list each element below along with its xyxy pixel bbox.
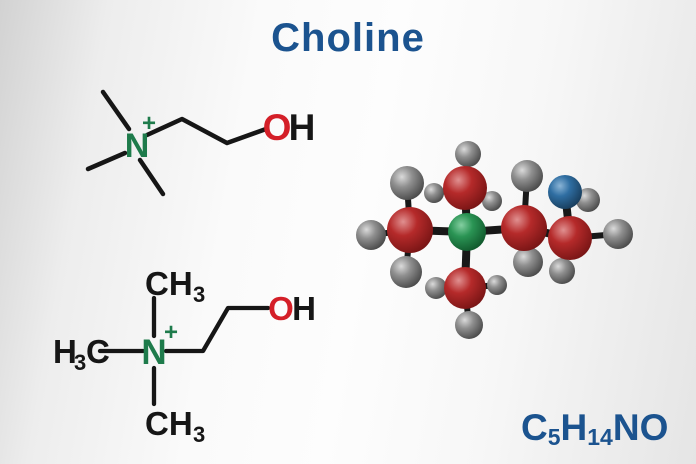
structural-plus-charge: + xyxy=(164,319,178,346)
atom-H xyxy=(455,311,483,339)
skeletal-bond-methyl-up xyxy=(100,89,132,132)
molecule-title: Choline xyxy=(271,16,425,60)
skeletal-formula: N + O H xyxy=(85,89,316,197)
skeletal-plus-charge: + xyxy=(142,110,156,137)
atom-C xyxy=(444,267,486,309)
skeletal-bond-methyl-down xyxy=(137,157,166,197)
atom-O xyxy=(548,175,582,209)
atom-C xyxy=(443,166,487,210)
formula-carbon-count: 5 xyxy=(547,424,561,450)
skeletal-bond-chain xyxy=(144,116,269,146)
skeletal-nitrogen-label: N xyxy=(125,127,150,165)
atom-H xyxy=(424,183,444,203)
molecular-formula: C 5 H 14 N O xyxy=(521,407,669,450)
formula-carbon: C xyxy=(521,407,548,448)
structural-oxygen-label: O xyxy=(268,290,294,327)
methyl-top-label: CH xyxy=(145,265,193,302)
formula-hydrogen: H xyxy=(560,407,588,448)
structural-bond-chain xyxy=(163,305,271,354)
atom-N xyxy=(448,213,486,251)
methyl-top-subscript: 3 xyxy=(193,282,205,307)
atom-H xyxy=(513,247,543,277)
atom-H xyxy=(549,258,575,284)
atom-H xyxy=(425,277,447,299)
skeletal-hydrogen-label: H xyxy=(289,107,316,148)
atom-H xyxy=(576,188,600,212)
atom-H xyxy=(390,166,424,200)
structural-nitrogen-label: N xyxy=(141,333,166,372)
structural-formula: CH 3 H 3 C N + CH 3 O H xyxy=(53,265,316,447)
methyl-left-h: H xyxy=(53,333,77,370)
methyl-bottom-label: CH xyxy=(145,405,193,442)
formula-oxygen: O xyxy=(639,407,669,448)
methyl-left-subscript: 3 xyxy=(74,350,86,375)
atom-H xyxy=(487,275,507,295)
skeletal-oxygen-label: O xyxy=(263,107,292,148)
atom-H xyxy=(455,141,481,167)
structural-hydroxyl-h-label: H xyxy=(292,290,316,327)
atom-H xyxy=(603,219,633,249)
atom-C xyxy=(548,216,592,260)
atom-C xyxy=(501,205,547,251)
ball-stick-model xyxy=(356,141,633,339)
methyl-left-c: C xyxy=(86,333,110,370)
atom-H xyxy=(482,191,502,211)
skeletal-bond-methyl-left xyxy=(85,150,128,172)
atom-C xyxy=(387,207,433,253)
formula-hydrogen-count: 14 xyxy=(587,424,613,450)
atom-H xyxy=(356,220,386,250)
methyl-bottom-subscript: 3 xyxy=(193,422,205,447)
atom-H xyxy=(390,256,422,288)
formula-nitrogen: N xyxy=(612,407,640,448)
atom-H xyxy=(511,160,543,192)
